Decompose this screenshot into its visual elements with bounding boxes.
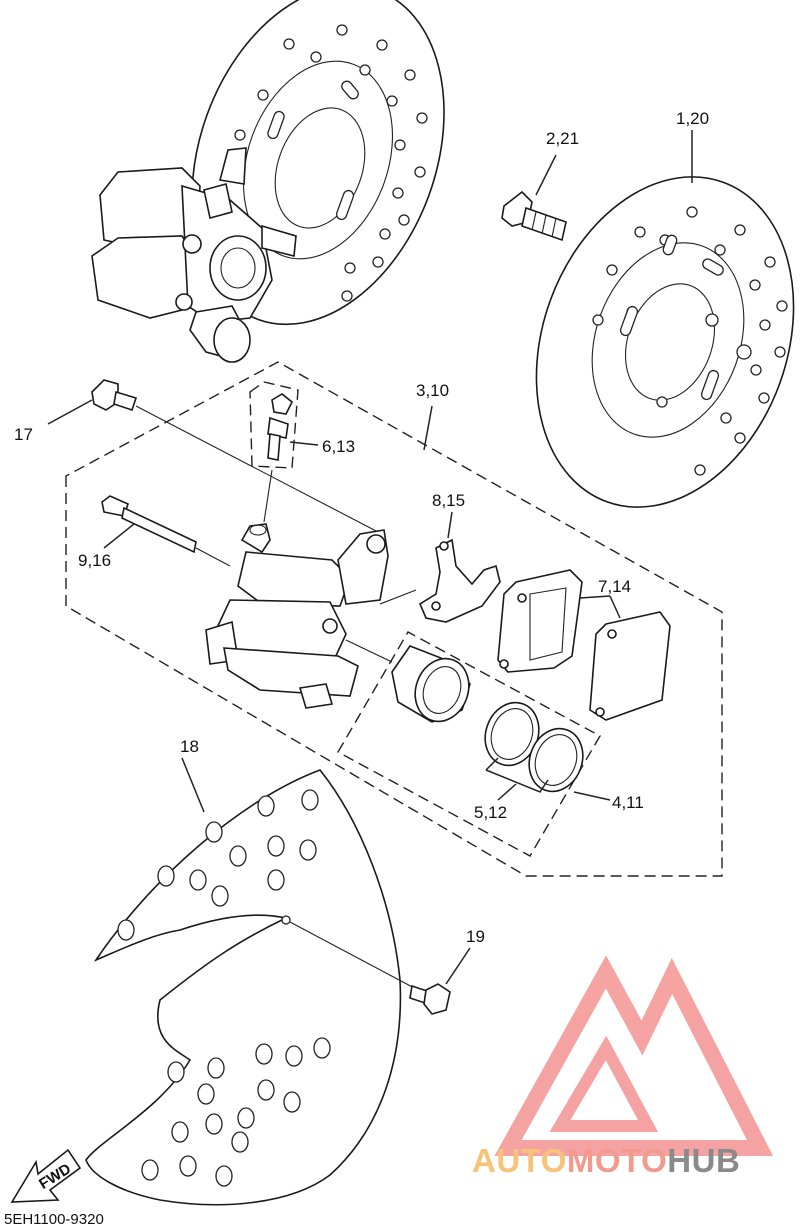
piston-seal-kit-box: [337, 631, 601, 857]
brake-disc-1-20: [535, 130, 795, 508]
label-18: 18: [180, 737, 199, 756]
assembled-caliper: [91, 147, 297, 363]
watermark-part-auto: AUTO: [472, 1142, 567, 1179]
forward-arrow-icon: [10, 1148, 82, 1203]
label-3-10: 3,10: [416, 381, 449, 400]
automotohub-logo-icon: [494, 955, 774, 1156]
brake-pad-set-7-14: [497, 569, 671, 721]
automotohub-watermark: AUTOMOTOHUB: [472, 1142, 740, 1180]
bolt-2-21: [501, 154, 567, 242]
label-17: 17: [14, 425, 33, 444]
watermark-part-hub: HUB: [667, 1142, 741, 1179]
label-5-12: 5,12: [474, 803, 507, 822]
brake-disc-cover-18: [85, 757, 402, 1206]
bolt-17: [47, 379, 379, 533]
caliper-assembly-outline: [65, 361, 723, 877]
label-19: 19: [466, 927, 485, 946]
caliper-body: [205, 523, 417, 709]
label-6-13: 6,13: [322, 437, 355, 456]
pin-9-16: [101, 495, 231, 567]
seal-pair-5-12: [484, 701, 611, 801]
label-2-21: 2,21: [546, 129, 579, 148]
diagram-code: 5EH1100-9320: [4, 1211, 104, 1226]
screw-19: [289, 921, 471, 1015]
label-1-20: 1,20: [676, 109, 709, 128]
bleed-screw-box: [249, 381, 299, 469]
label-7-14: 7,14: [598, 577, 631, 596]
label-4-11: 4,11: [612, 793, 644, 812]
watermark-part-moto: MOTO: [566, 1142, 668, 1179]
pad-support-8-15: [418, 511, 501, 623]
piston: [391, 645, 471, 723]
label-9-16: 9,16: [78, 551, 111, 570]
bleed-screw-6-13: [263, 393, 319, 523]
label-8-15: 8,15: [432, 491, 465, 510]
